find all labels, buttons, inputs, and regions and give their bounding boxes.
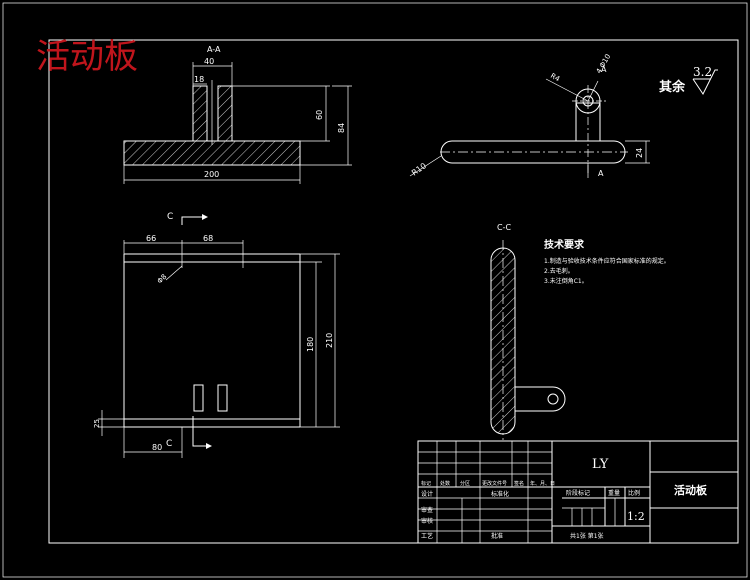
row-label-date: 年、月、日 [530, 480, 555, 487]
dim-180: 180 [306, 337, 315, 352]
tech-item-1: 1.制造与验收技术条件应符合国家标准的规定。 [544, 257, 670, 265]
dim-r4: R4 [549, 72, 562, 84]
dim-84: 84 [337, 123, 346, 133]
view-c-top: C [167, 212, 173, 222]
dim-210: 210 [325, 333, 334, 348]
row-label-count: 处数 [440, 480, 450, 487]
label-process: 工艺 [421, 532, 433, 540]
roughness-prefix: 其余 [659, 79, 686, 95]
front-view: C 66 68 Φ8 180 210 25 80 C [93, 212, 340, 458]
tech-item-3: 3.未注倒角C1。 [544, 277, 588, 285]
dim-40: 40 [204, 57, 214, 66]
sheets-info: 共1张 第1张 [570, 532, 604, 540]
label-design: 设计 [421, 490, 433, 498]
scale-label: 比例 [628, 489, 640, 497]
section-lug-c-c [515, 386, 566, 412]
dim-80: 80 [152, 443, 162, 452]
slot-left [193, 384, 204, 412]
view-a-bottom: A [598, 169, 604, 178]
dim-60: 60 [315, 110, 324, 120]
inner-border [48, 39, 739, 544]
side-view: R4 4 Φ10 A R10 24 A [409, 53, 650, 178]
dim-18: 18 [194, 75, 204, 84]
section-label-a-a: A-A [207, 45, 221, 54]
dim-r10: R10 [410, 161, 428, 177]
dim-25: 25 [93, 419, 101, 428]
upright-right [217, 85, 233, 142]
weight-label: 重量 [608, 489, 620, 497]
row-label-sign: 签名 [514, 480, 524, 487]
view-a-top: A [601, 65, 607, 74]
dim-66: 66 [146, 234, 156, 243]
section-view-c-c: C-C [490, 223, 566, 440]
label-check: 审查 [421, 506, 433, 514]
stage-label: 阶段标记 [566, 489, 590, 497]
label-approve: 批准 [491, 532, 503, 540]
designer-code: LY [592, 457, 609, 472]
surface-roughness: 其余 3.2 [659, 65, 718, 95]
label-review: 审核 [421, 517, 433, 525]
title-block: LY 活动板 阶段标记 重量 比例 1:2 共1张 第1张 标记 处数 分区 更… [417, 440, 739, 544]
upright-left [192, 85, 208, 142]
section-view-a-a: A-A 40 18 60 84 200 [123, 45, 352, 184]
scale-value: 1:2 [627, 510, 645, 523]
section-label-c-c: C-C [497, 223, 511, 232]
technical-requirements: 技术要求 1.制造与验收技术条件应符合国家标准的规定。 2.去毛刺。 3.未注倒… [544, 238, 670, 285]
view-c-bottom: C [166, 439, 172, 449]
label-standard: 标准化 [491, 490, 509, 498]
tech-item-2: 2.去毛刺。 [544, 267, 574, 275]
row-label-mark: 标记 [421, 480, 431, 487]
row-label-change: 更改文件号 [482, 480, 507, 487]
stamp-text: 活动板 [36, 37, 138, 77]
part-name: 活动板 [674, 483, 708, 497]
row-label-zone: 分区 [460, 480, 470, 487]
section-lug-hole [547, 393, 559, 405]
tech-title: 技术要求 [544, 238, 585, 251]
dim-24: 24 [635, 148, 644, 158]
dim-phi8: Φ8 [156, 273, 169, 286]
dim-200: 200 [204, 170, 219, 179]
slot-right [217, 384, 228, 412]
dim-68: 68 [203, 234, 213, 243]
roughness-value: 3.2 [693, 65, 712, 79]
